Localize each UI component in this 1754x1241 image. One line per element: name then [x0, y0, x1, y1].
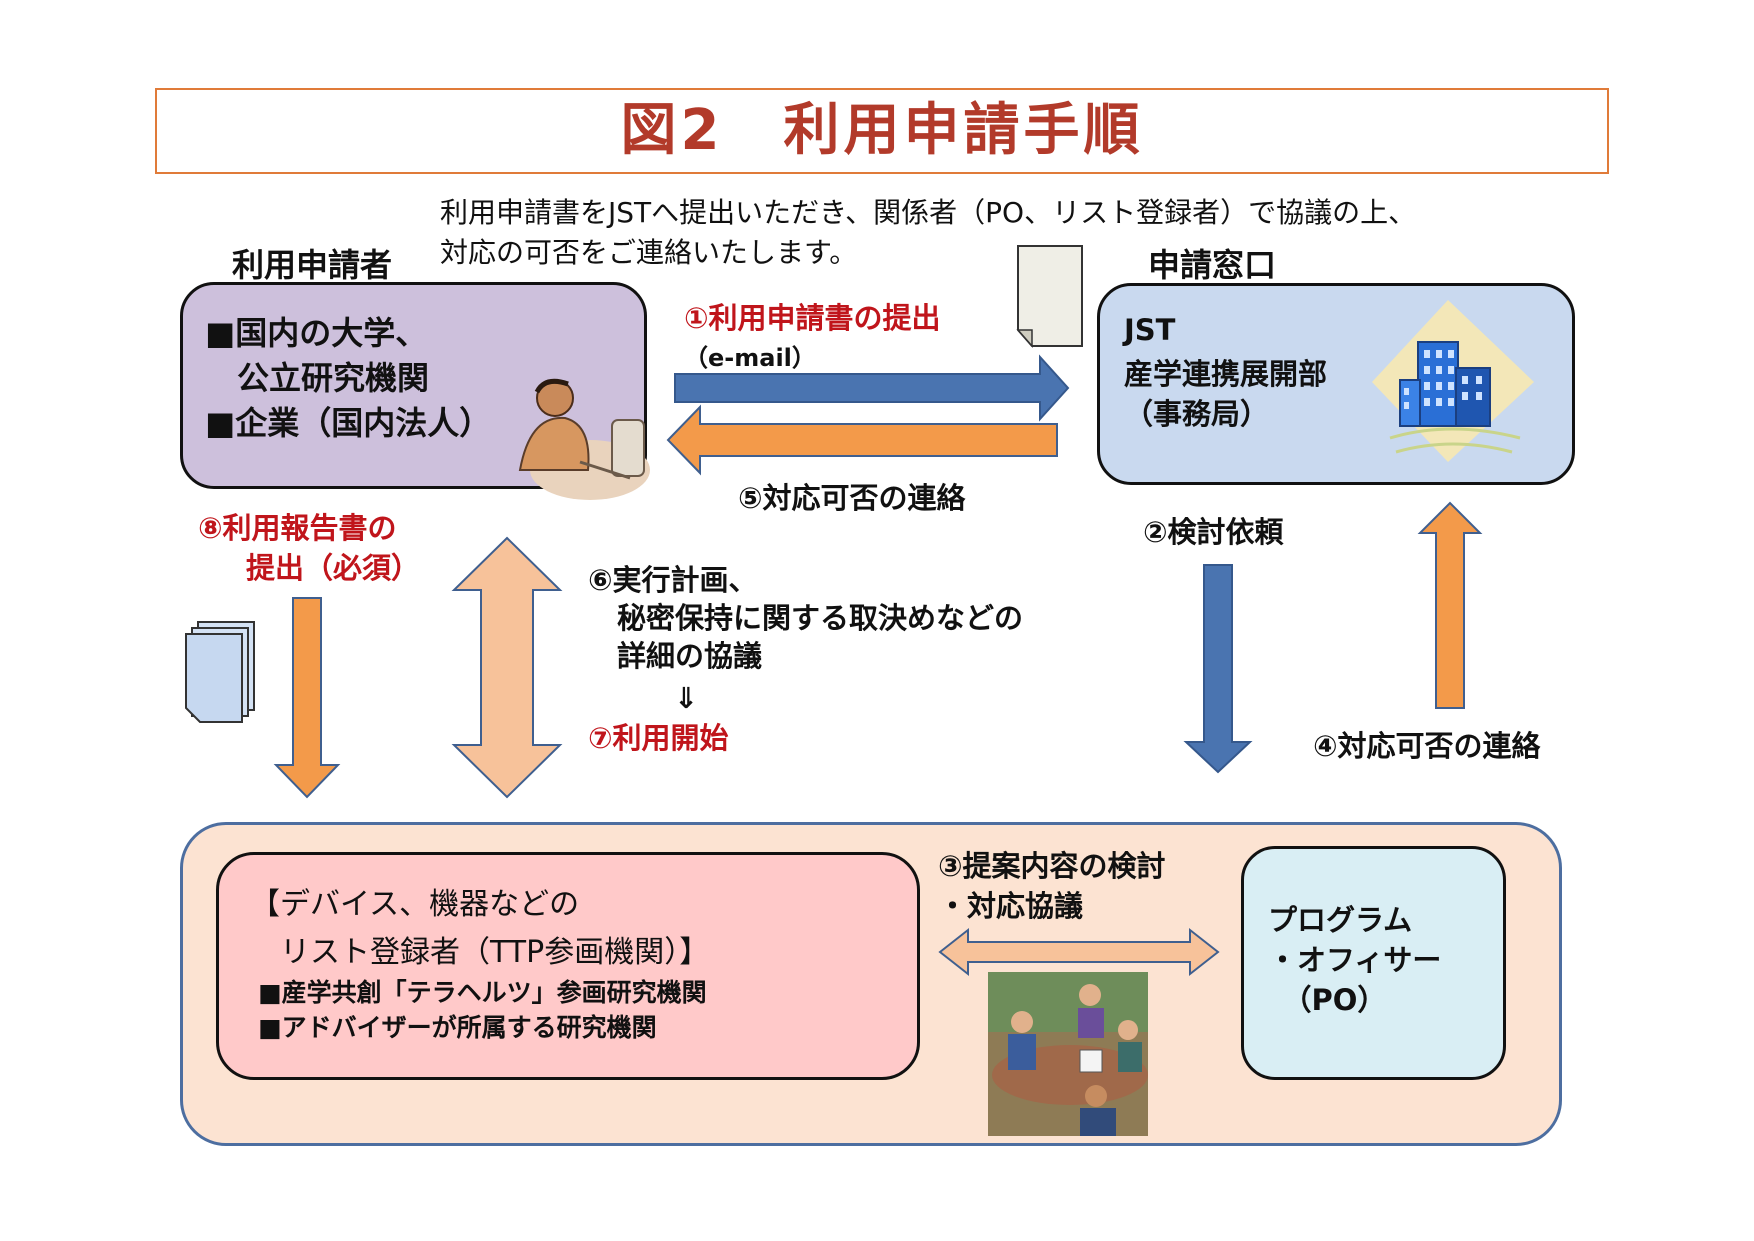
arrow-step4-reply: [1417, 501, 1483, 709]
note-line-2: 対応の可否をご連絡いたします。: [440, 236, 858, 269]
list-heading-line-1: 【デバイス、機器などの: [250, 887, 580, 922]
step6-line-2: 秘密保持に関する取決めなどの: [588, 601, 1024, 635]
arrow-step8-report: [273, 597, 341, 799]
window-heading: 申請窓口: [1148, 246, 1277, 284]
step3-line-2: ・対応協議: [938, 889, 1084, 923]
step1-label: ①利用申請書の提出: [684, 301, 941, 335]
po-line-1: プログラム: [1268, 903, 1413, 937]
step8-line-2: 提出（必須）: [246, 551, 421, 585]
arrow-step5-reply: [666, 404, 1058, 476]
po-line-2: ・オフィサー: [1268, 943, 1442, 977]
jst-line-3: （事務局）: [1124, 397, 1270, 431]
list-heading-line-2: リスト登録者（TTP参画機関）】: [250, 935, 710, 970]
note-line-1: 利用申請書をJSTへ提出いただき、関係者（PO、リスト登録者）で協議の上、: [440, 196, 1417, 229]
jst-line-2: 産学連携展開部: [1124, 357, 1328, 391]
title-frame: [155, 88, 1609, 174]
applicant-heading: 利用申請者: [232, 246, 393, 284]
applicant-line-1: ■国内の大学、: [205, 314, 428, 352]
step3-line-1: ③提案内容の検討: [938, 849, 1166, 883]
step6-line-3: 詳細の協議: [588, 639, 763, 673]
jst-line-1: JST: [1124, 313, 1176, 347]
step1-sub-label: （e-mail）: [684, 344, 816, 372]
list-registrant-box: [216, 852, 920, 1080]
list-item-2: ■アドバイザーが所属する研究機関: [258, 1013, 657, 1042]
step5-label: ⑤対応可否の連絡: [738, 481, 966, 515]
step7-label: ⑦利用開始: [588, 721, 729, 755]
down-arrow-symbol: ⇓: [674, 681, 699, 715]
step6-line-1: ⑥実行計画、: [588, 563, 758, 597]
list-item-1: ■産学共創「テラヘルツ」参画研究機関: [258, 978, 707, 1007]
document-stack-icon: [185, 621, 255, 723]
arrow-step2-request: [1183, 564, 1253, 774]
applicant-line-2: 公立研究機関: [205, 359, 430, 397]
step2-label: ②検討依頼: [1143, 515, 1284, 549]
step8-line-1: ⑧利用報告書の: [198, 511, 397, 545]
applicant-line-3: ■企業（国内法人）: [205, 404, 492, 442]
arrow-step6-discussion: [451, 536, 563, 799]
po-box: [1241, 846, 1506, 1080]
page-title: 図2 利用申請手順: [620, 98, 1144, 163]
step4-label: ④対応可否の連絡: [1313, 729, 1541, 763]
document-icon: [1016, 245, 1083, 348]
po-line-3: （PO）: [1268, 983, 1387, 1017]
